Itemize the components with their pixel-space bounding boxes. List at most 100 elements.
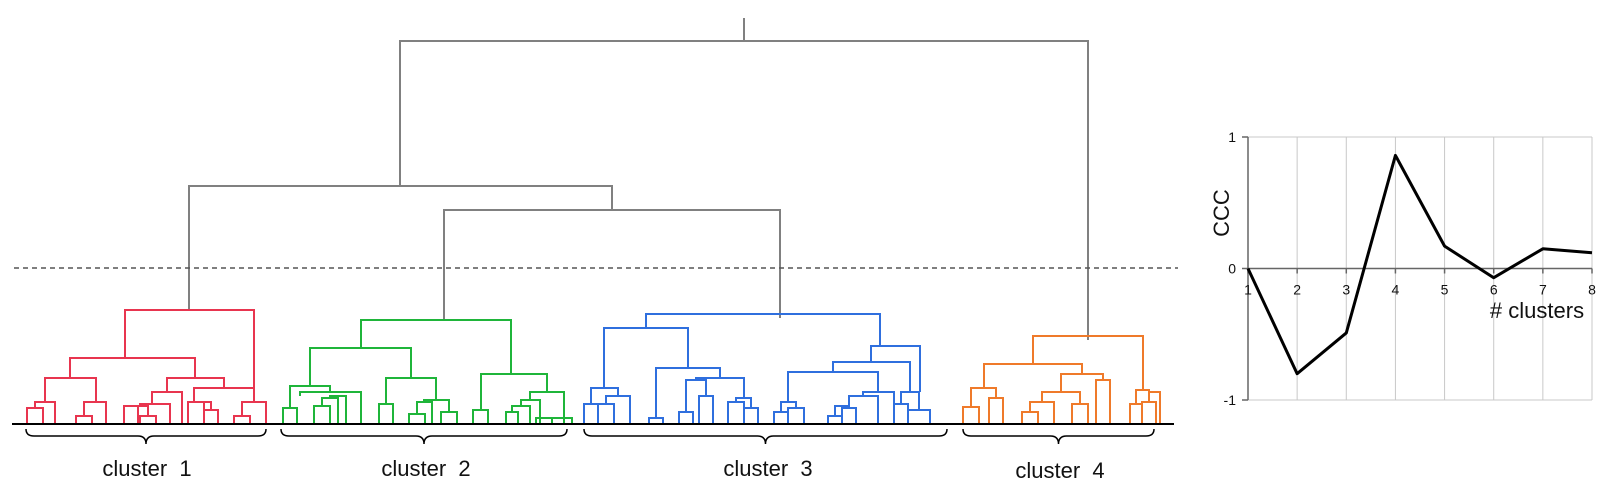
cluster-label-2: cluster 2 xyxy=(381,456,470,481)
ccc-x-tick-label: 6 xyxy=(1490,282,1498,298)
cluster-3-link xyxy=(678,411,694,424)
cluster-4-link xyxy=(1071,403,1089,424)
cluster-2-link xyxy=(480,373,548,410)
cluster-2-link xyxy=(360,319,512,374)
cluster-3-tree xyxy=(583,313,931,424)
upper-link xyxy=(443,209,781,320)
cluster-1-link xyxy=(75,415,93,424)
ccc-x-tick-label: 8 xyxy=(1588,282,1596,298)
cluster-3-link xyxy=(605,395,631,424)
cluster-2-link xyxy=(472,409,489,424)
cluster-2-link xyxy=(511,405,531,424)
cluster-3-link xyxy=(841,407,857,424)
cluster-label-4: cluster 4 xyxy=(1015,458,1104,483)
cluster-2-link xyxy=(329,395,347,424)
cluster-1-link xyxy=(241,401,267,424)
cluster-2-tree xyxy=(282,319,573,424)
ccc-x-tick-label: 5 xyxy=(1441,282,1449,298)
ccc-x-tick-label: 3 xyxy=(1342,282,1350,298)
cluster-1-link xyxy=(166,377,225,392)
ccc-axes xyxy=(1242,136,1593,401)
ccc-x-tick-label: 1 xyxy=(1244,282,1252,298)
ccc-y-axis-label: CCC xyxy=(1209,189,1234,237)
cluster-2-link xyxy=(544,417,573,424)
cluster-1-link xyxy=(26,407,44,424)
ccc-x-tick-label: 7 xyxy=(1539,282,1547,298)
cluster-1-link xyxy=(123,405,139,424)
cluster-2-link xyxy=(282,407,298,424)
cluster-3-link xyxy=(743,407,759,424)
cluster-4-link xyxy=(1148,390,1161,424)
cluster-3-link xyxy=(787,371,879,402)
cluster-2-link xyxy=(378,403,394,424)
dendrogram: cluster 1 cluster 2 cluster 3 cluster 4 xyxy=(12,18,1178,483)
cluster-1-link xyxy=(34,401,56,424)
cluster-1-tree xyxy=(26,309,267,424)
cluster-3-link xyxy=(827,415,843,424)
cluster-3-link xyxy=(848,395,879,424)
cluster-1-link xyxy=(233,415,251,424)
cluster-4-link xyxy=(1095,379,1111,424)
cluster-1-link xyxy=(187,401,205,424)
cluster-1-link xyxy=(44,377,97,402)
cluster-3-link xyxy=(787,407,805,424)
ccc-x-tick-label: 4 xyxy=(1392,282,1400,298)
cluster-3-link xyxy=(832,361,911,392)
cluster-4-brace xyxy=(962,428,1155,445)
ccc-y-tick-label: 0 xyxy=(1228,261,1236,277)
cluster-3-link xyxy=(893,403,909,424)
cluster-1-link xyxy=(83,401,107,424)
ccc-y-tick-label: -1 xyxy=(1224,392,1237,408)
ccc-x-tick-label: 2 xyxy=(1293,282,1301,298)
cluster-2-link xyxy=(408,413,426,424)
cluster-4-link xyxy=(962,406,980,424)
cluster-3-link xyxy=(645,313,881,346)
cluster-4-link xyxy=(1141,401,1157,424)
cluster-4-link xyxy=(983,363,1083,388)
cluster-braces xyxy=(25,428,1155,445)
cluster-2-link xyxy=(309,347,412,386)
cluster-2-brace xyxy=(280,428,568,445)
cluster-4-link xyxy=(1021,411,1039,424)
cluster-label-3: cluster 3 xyxy=(723,456,812,481)
ccc-series-line xyxy=(1246,153,1593,376)
root-link xyxy=(399,40,1089,340)
cluster-label-1: cluster 1 xyxy=(102,456,191,481)
upper-link xyxy=(188,185,613,311)
cluster-2-link xyxy=(505,411,519,424)
cluster-1-link xyxy=(139,403,171,424)
cluster-3-link xyxy=(727,401,745,424)
cluster-3-link xyxy=(583,403,599,424)
ccc-x-axis-label: # clusters xyxy=(1490,298,1584,323)
cluster-3-link xyxy=(655,367,721,418)
cluster-subtrees xyxy=(26,309,1161,424)
ccc-y-tick-label: 1 xyxy=(1228,129,1236,145)
cluster-3-link xyxy=(698,395,714,424)
cluster-4-link xyxy=(1032,335,1144,390)
cluster-3-link xyxy=(597,403,615,424)
cluster-1-link xyxy=(193,387,255,402)
cluster-3-brace xyxy=(583,428,948,445)
cluster-2-link xyxy=(440,411,458,424)
cluster-1-link xyxy=(69,357,196,378)
cluster-4-link xyxy=(988,397,1004,424)
dendrogram-upper-links xyxy=(188,18,1089,340)
cluster-4-link xyxy=(1129,403,1143,424)
cluster-1-link xyxy=(196,401,212,410)
cluster-4-tree xyxy=(962,335,1161,424)
cluster-1-link xyxy=(124,309,255,402)
cluster-3-link xyxy=(900,391,920,410)
cluster-1-link xyxy=(203,409,219,424)
cluster-1-link xyxy=(131,405,149,416)
cluster-3-link xyxy=(907,409,931,424)
cluster-3-link xyxy=(773,411,789,424)
cluster-2-link xyxy=(313,405,331,424)
cluster-1-link xyxy=(139,415,157,424)
cluster-3-link xyxy=(870,345,921,392)
cluster-1-brace xyxy=(25,428,267,445)
cluster-3-link xyxy=(603,327,689,388)
cluster-3-link xyxy=(834,405,850,416)
